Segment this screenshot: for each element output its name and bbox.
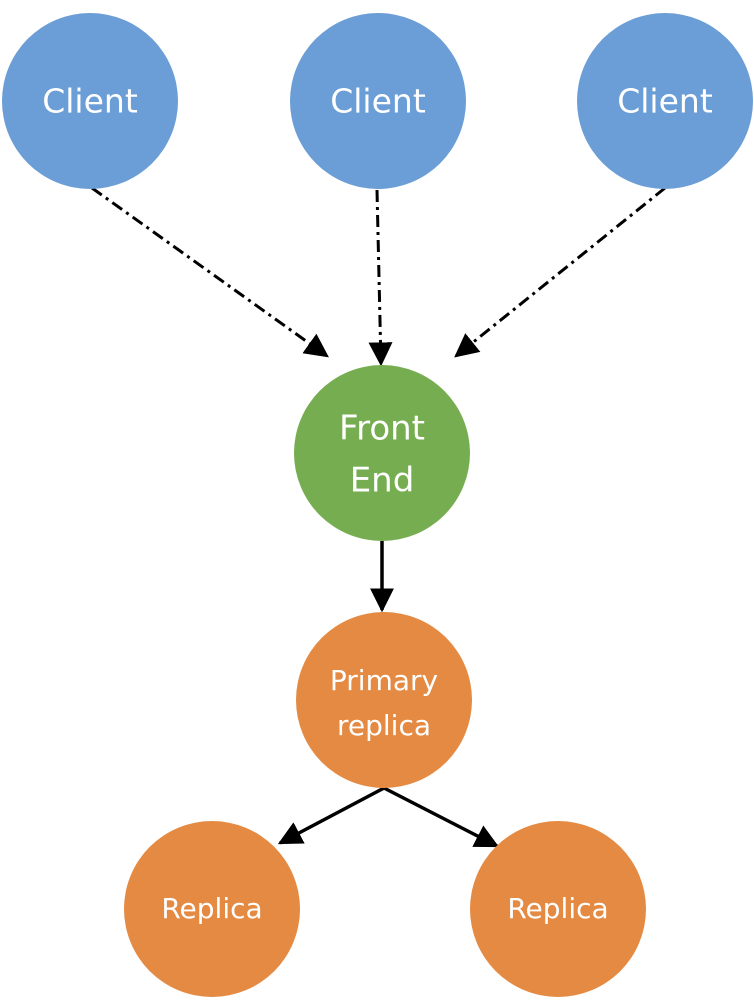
- front-end-node-label-line-1: Front: [339, 409, 425, 449]
- front-end-node-label-line-2: End: [350, 461, 415, 501]
- client-node-3-circle: [577, 13, 753, 189]
- client-node-2-circle: [290, 13, 466, 189]
- client-node-1: Client: [2, 13, 178, 189]
- edge-client-1-to-front-end: [91, 186, 329, 358]
- client-node-3: Client: [577, 13, 753, 189]
- front-end-node: Front End: [294, 365, 470, 541]
- replica-node-2: Replica: [470, 821, 646, 997]
- client-node-1-circle: [2, 13, 178, 189]
- replica-node-1-label: Replica: [161, 892, 262, 925]
- edge-client-3-to-front-end: [454, 186, 666, 358]
- primary-replica-node-label-line-2: replica: [337, 709, 431, 742]
- edge-primary-to-replica-2: [383, 786, 500, 848]
- primary-replica-node: Primary replica: [296, 612, 472, 788]
- edges: [91, 186, 666, 848]
- client-node-1-label: Client: [42, 82, 138, 121]
- client-node-2-label: Client: [330, 82, 426, 121]
- edge-primary-to-replica-1: [277, 786, 385, 845]
- replica-node-1: Replica: [124, 821, 300, 997]
- client-node-3-label: Client: [617, 82, 713, 121]
- client-node-2: Client: [290, 13, 466, 189]
- edge-client-2-to-front-end: [368, 189, 393, 367]
- primary-replica-node-circle: [296, 612, 472, 788]
- front-end-node-circle: [294, 365, 470, 541]
- replica-node-2-label: Replica: [507, 892, 608, 925]
- replica-node-2-circle: [470, 821, 646, 997]
- primary-replica-node-label-line-1: Primary: [330, 664, 438, 697]
- replica-node-1-circle: [124, 821, 300, 997]
